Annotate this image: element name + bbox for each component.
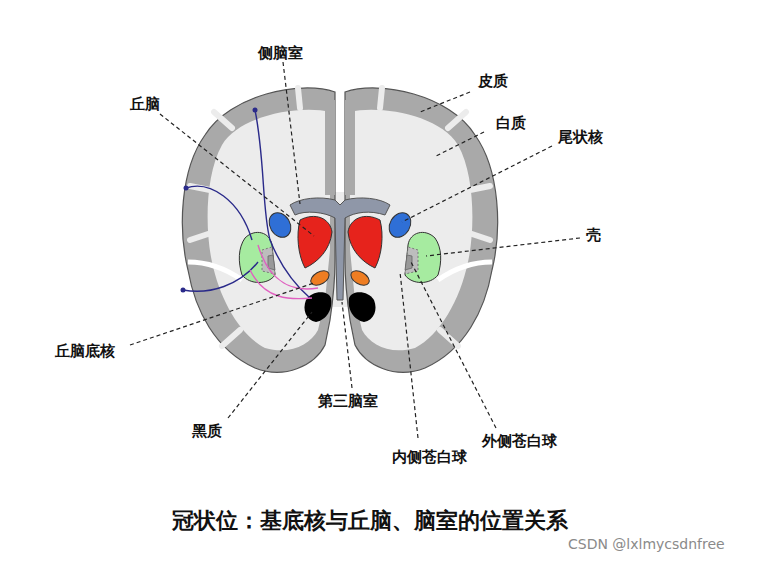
- part-label: 皮质: [478, 72, 508, 90]
- part-label: 内侧苍白球: [392, 448, 467, 466]
- part-label: 黑质: [192, 422, 222, 440]
- part-label: 丘脑底核: [55, 342, 115, 360]
- part-label: 壳: [586, 226, 601, 244]
- watermark: CSDN @lxlmycsdnfree: [568, 536, 725, 553]
- part-label: 外侧苍白球: [482, 432, 557, 450]
- diagram-title: 冠状位：基底核与丘脑、脑室的位置关系: [172, 506, 568, 536]
- part-label: 尾状核: [558, 128, 603, 146]
- part-label: 侧脑室: [258, 44, 303, 62]
- part-label: 丘脑: [130, 95, 160, 113]
- part-label: 白质: [496, 114, 526, 132]
- part-label: 第三脑室: [318, 392, 378, 410]
